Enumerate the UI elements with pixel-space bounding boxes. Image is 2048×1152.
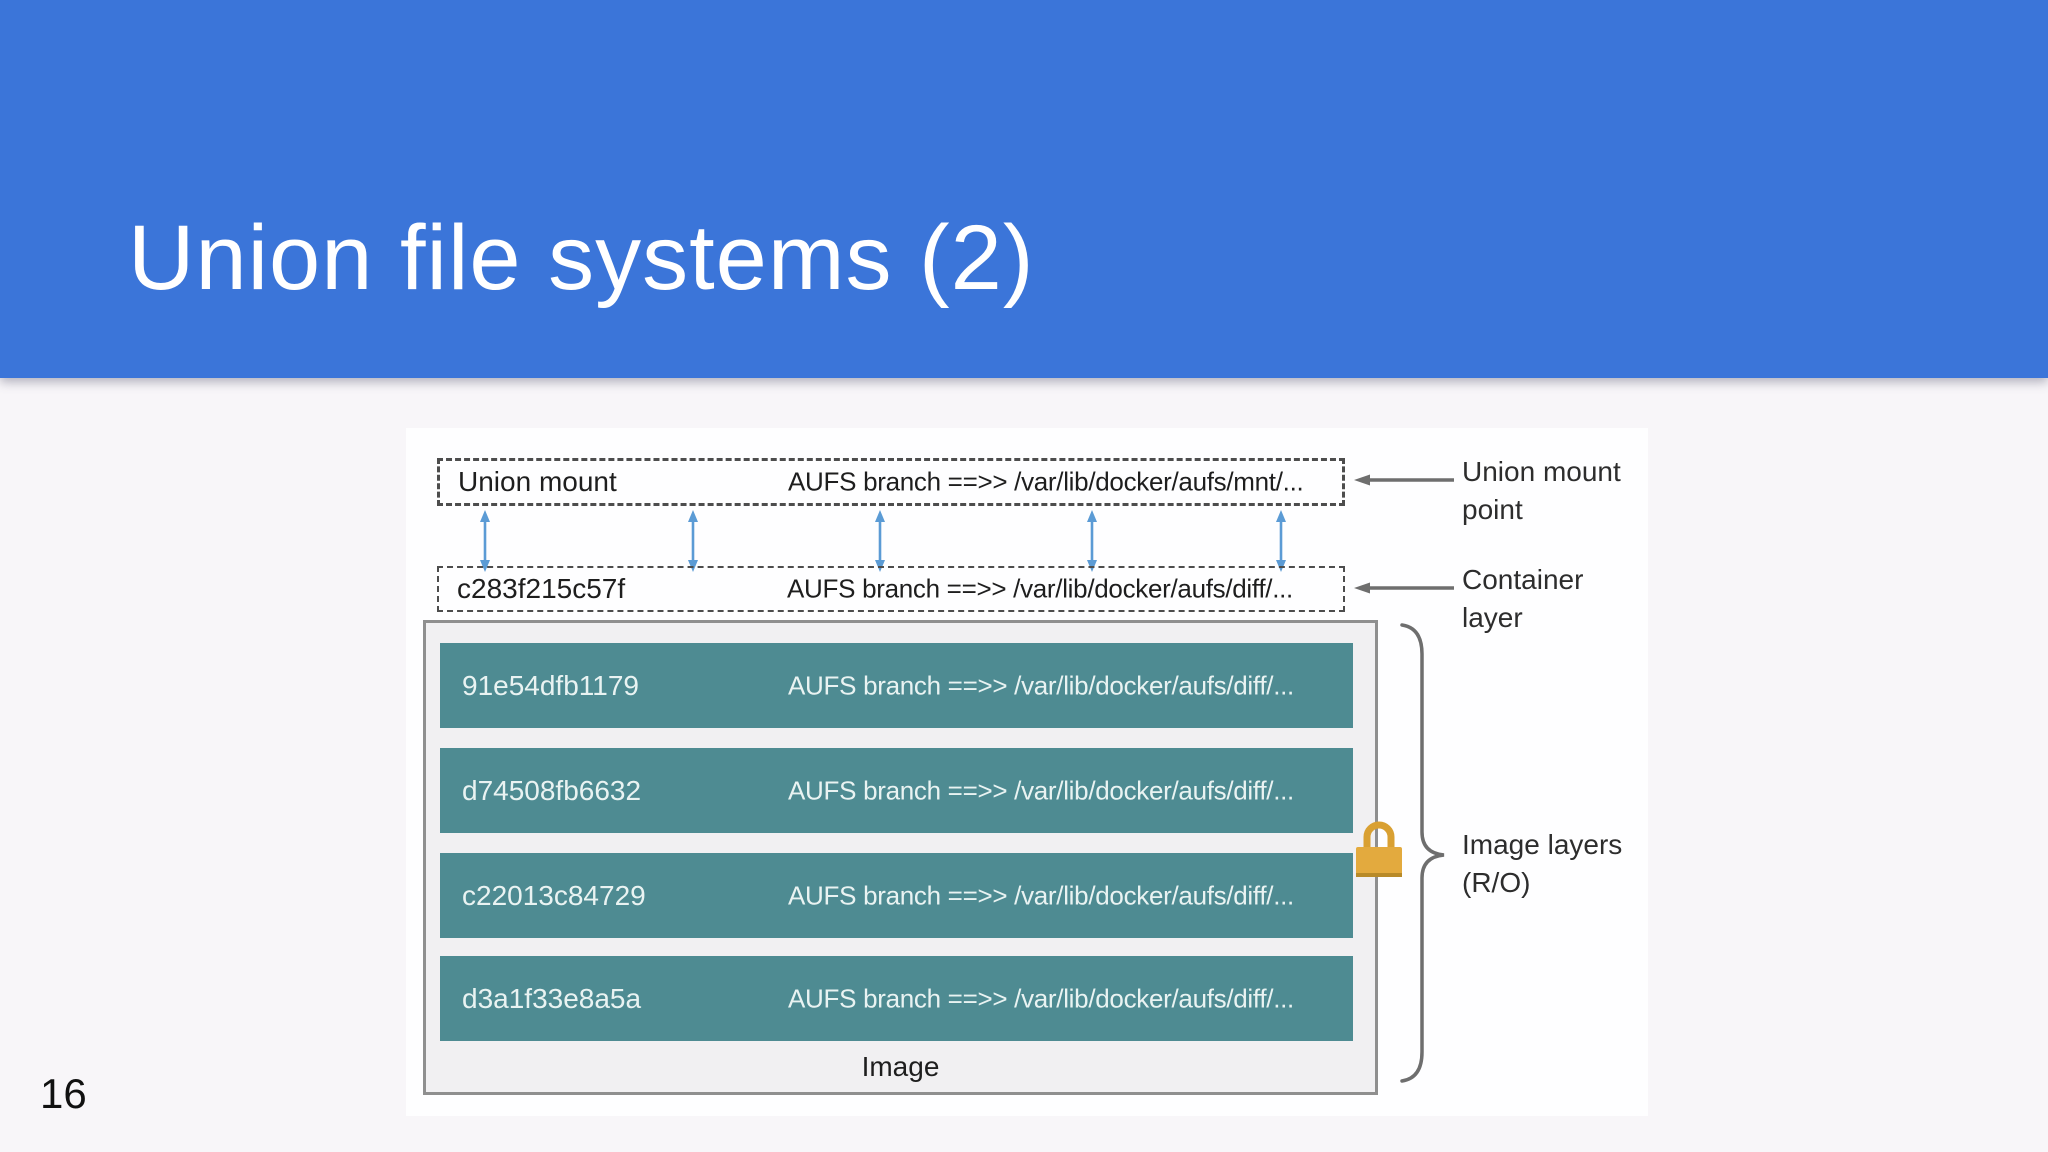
layer-branch-path: AUFS branch ==>> /var/lib/docker/aufs/di… xyxy=(788,880,1294,910)
double-arrow-icon xyxy=(688,510,698,572)
double-arrow-icon xyxy=(480,510,490,572)
padlock-icon xyxy=(1352,818,1406,880)
container-layer-box: c283f215c57f AUFS branch ==>> /var/lib/d… xyxy=(437,566,1345,612)
container-layer-id: c283f215c57f xyxy=(457,573,626,604)
double-arrow-icon xyxy=(1087,510,1097,572)
left-arrow-icon xyxy=(1354,474,1454,486)
image-layer-row: d74508fb6632 AUFS branch ==>> /var/lib/d… xyxy=(440,748,1353,833)
union-mount-label: Union mount xyxy=(458,466,617,497)
image-layer-row: c22013c84729 AUFS branch ==>> /var/lib/d… xyxy=(440,853,1353,938)
left-arrow-icon xyxy=(1354,582,1454,594)
image-stack-box: 91e54dfb1179 AUFS branch ==>> /var/lib/d… xyxy=(423,620,1378,1095)
diagram-panel: Union mount AUFS branch ==>> /var/lib/do… xyxy=(406,428,1648,1116)
layer-branch-path: AUFS branch ==>> /var/lib/docker/aufs/di… xyxy=(788,775,1294,805)
union-mount-box: Union mount AUFS branch ==>> /var/lib/do… xyxy=(437,458,1345,506)
container-layer-branch-path: AUFS branch ==>> /var/lib/docker/aufs/di… xyxy=(787,573,1293,604)
page-number: 16 xyxy=(40,1070,87,1117)
page-title: Union file systems (2) xyxy=(128,207,1035,309)
image-layer-row: 91e54dfb1179 AUFS branch ==>> /var/lib/d… xyxy=(440,643,1353,728)
layer-branch-path: AUFS branch ==>> /var/lib/docker/aufs/di… xyxy=(788,983,1294,1013)
layer-id: d74508fb6632 xyxy=(462,774,642,806)
union-mount-point-label: Union mount point xyxy=(1462,456,1621,525)
layer-id: d3a1f33e8a5a xyxy=(462,982,642,1014)
image-layer-row: d3a1f33e8a5a AUFS branch ==>> /var/lib/d… xyxy=(440,956,1353,1041)
double-arrow-icon xyxy=(1276,510,1286,572)
container-layer-label: Container layer xyxy=(1462,564,1584,633)
image-layers-label: Image layers (R/O) xyxy=(1462,829,1623,898)
title-band: Union file systems (2) xyxy=(0,0,2048,378)
layer-branch-path: AUFS branch ==>> /var/lib/docker/aufs/di… xyxy=(788,670,1294,700)
layer-id: 91e54dfb1179 xyxy=(462,669,639,701)
double-arrow-icon xyxy=(875,510,885,572)
image-caption: Image xyxy=(861,1051,940,1082)
union-mount-branch-path: AUFS branch ==>> /var/lib/docker/aufs/mn… xyxy=(788,466,1304,497)
layer-id: c22013c84729 xyxy=(462,879,646,911)
curly-brace-icon xyxy=(1394,622,1452,1084)
